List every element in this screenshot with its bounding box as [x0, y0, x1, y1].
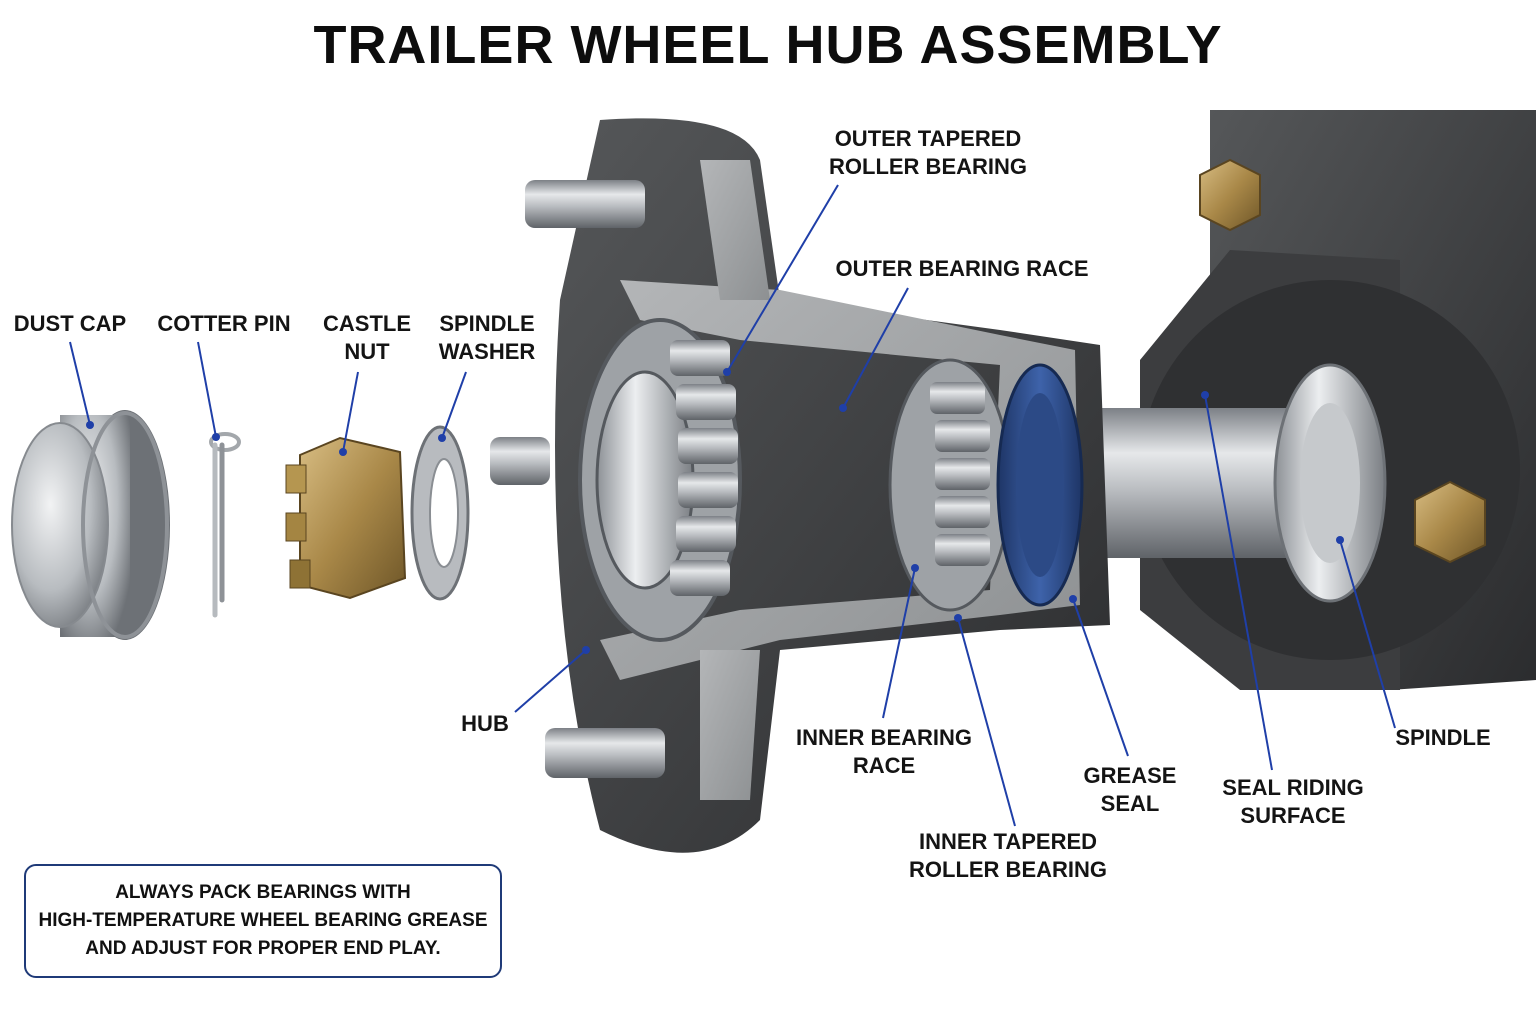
inner-tapered-roller-bearing	[888, 358, 1012, 612]
leader-outer-roller-bearing	[726, 184, 839, 373]
leader-spindle	[1339, 539, 1396, 729]
leader-seal-riding-surface	[1204, 394, 1273, 771]
maintenance-note-box: ALWAYS PACK BEARINGS WITH HIGH-TEMPERATU…	[24, 864, 502, 978]
diagram-title: TRAILER WHEEL HUB ASSEMBLY	[313, 15, 1223, 75]
outer-tapered-roller-bearing	[578, 318, 742, 642]
label-outer-roller-bearing-line2: ROLLER BEARING	[829, 154, 1027, 179]
label-outer-bearing-race: OUTER BEARING RACE	[835, 255, 1088, 283]
label-grease-seal-line2: SEAL	[1100, 791, 1160, 816]
label-spindle: SPINDLE	[1395, 724, 1490, 752]
label-outer-roller-bearing: OUTER TAPERED ROLLER BEARING	[829, 125, 1027, 181]
spindle-washer	[410, 425, 470, 601]
label-cotter-pin: COTTER PIN	[157, 310, 290, 338]
wheel-stud-bottom	[545, 728, 665, 778]
housing-bolt-bottom	[1414, 480, 1486, 564]
label-castle-nut-line1: CASTLE	[323, 311, 411, 336]
label-inner-bearing-race-line2: RACE	[852, 753, 916, 778]
label-inner-bearing-race-line1: INNER BEARING	[795, 725, 973, 750]
label-spindle-washer-line2: WASHER	[438, 339, 536, 364]
wheel-stud-middle	[490, 437, 550, 485]
label-hub-line1: HUB	[461, 711, 509, 736]
label-seal-riding-surface-line1: SEAL RIDING	[1222, 775, 1364, 800]
note-line-3: AND ADJUST FOR PROPER END PLAY.	[85, 938, 441, 959]
label-seal-riding-surface-line2: SURFACE	[1240, 803, 1346, 828]
label-hub: HUB	[461, 710, 509, 738]
label-dust-cap-line1: DUST CAP	[13, 311, 127, 336]
label-inner-roller-bearing-line2: ROLLER BEARING	[909, 857, 1107, 882]
label-outer-roller-bearing-line1: OUTER TAPERED	[834, 126, 1022, 151]
housing-bolt-top	[1199, 158, 1261, 232]
castle-nut	[285, 436, 407, 600]
label-inner-roller-bearing: INNER TAPERED ROLLER BEARING	[909, 828, 1107, 884]
label-cotter-pin-line1: COTTER PIN	[157, 311, 291, 336]
label-castle-nut: CASTLE NUT	[323, 310, 411, 366]
wheel-stud-top	[525, 180, 645, 228]
note-line-1: ALWAYS PACK BEARINGS WITH	[115, 882, 411, 903]
leader-grease-seal	[1072, 598, 1129, 757]
leader-inner-roller-bearing	[957, 617, 1016, 827]
leader-spindle-washer	[441, 371, 467, 439]
label-spindle-washer: SPINDLE WASHER	[439, 310, 536, 366]
label-dust-cap: DUST CAP	[14, 310, 126, 338]
label-grease-seal: GREASE SEAL	[1084, 762, 1177, 818]
label-grease-seal-line1: GREASE	[1083, 763, 1177, 788]
note-line-2: HIGH-TEMPERATURE WHEEL BEARING GREASE	[38, 910, 488, 931]
cotter-pin	[209, 432, 241, 618]
leader-cotter-pin	[197, 341, 217, 438]
label-inner-roller-bearing-line1: INNER TAPERED	[918, 829, 1098, 854]
leader-dust-cap	[69, 341, 91, 426]
label-spindle-washer-line1: SPINDLE	[439, 311, 535, 336]
leader-inner-bearing-race	[882, 567, 916, 719]
label-outer-bearing-race-line1: OUTER BEARING RACE	[835, 256, 1089, 281]
label-castle-nut-line2: NUT	[344, 339, 390, 364]
leader-outer-bearing-race	[842, 287, 909, 409]
label-seal-riding-surface: SEAL RIDING SURFACE	[1222, 774, 1363, 830]
leader-hub	[514, 649, 587, 713]
dust-cap	[11, 410, 170, 640]
grease-seal	[996, 363, 1084, 607]
label-inner-bearing-race: INNER BEARING RACE	[796, 724, 972, 780]
label-spindle-line1: SPINDLE	[1395, 725, 1491, 750]
leader-castle-nut	[342, 371, 359, 453]
